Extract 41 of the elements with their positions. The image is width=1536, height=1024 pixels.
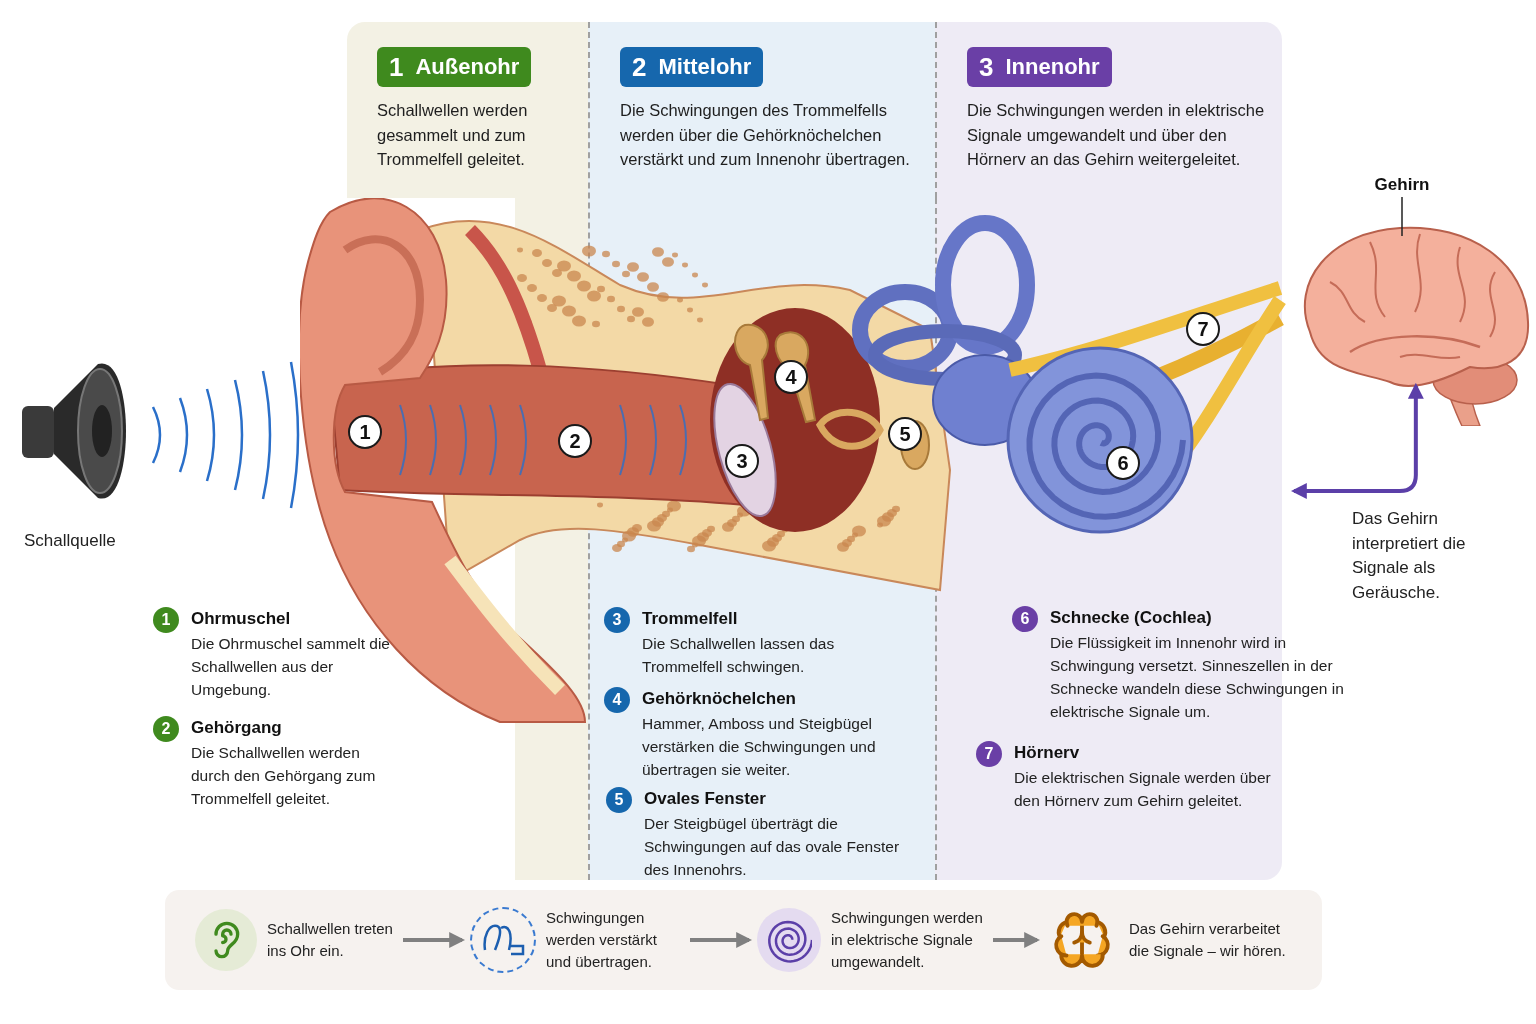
item-heading: Ohrmuschel — [191, 608, 292, 630]
note-text: Das Gehirn interpretiert die Signale als Geräusche. — [1352, 508, 1467, 604]
arrow — [1290, 382, 1424, 499]
item-heading: Ovales Fenster — [644, 788, 767, 810]
item-description: Die Ohrmuschel sammelt die Schallwellen aus der Umgebung. — [191, 634, 391, 700]
item-description: Die Schallwellen lassen das Trommelfell schwingen. — [642, 634, 836, 677]
number-badge: 5 — [606, 787, 632, 813]
section-description: Die Schwingungen werden in elektrische Signale umgewandelt und über den Hörnerv an das Gehirn weitergeleitet. — [967, 100, 1266, 170]
section-title: Mittelohr — [658, 56, 752, 78]
section-description: Die Schwingungen des Trommelfells werden über die Gehörknöchelchen verstärkt und zum Innenohr übertragen. — [620, 100, 911, 170]
item-heading: Gehörknöchelchen — [642, 688, 797, 710]
number-badge: 1 — [153, 607, 179, 633]
item-description: Hammer, Amboss und Steigbügel verstärken die Schwingungen und übertragen sie weiter. — [642, 714, 877, 780]
strip-background — [165, 890, 1322, 990]
item-description: Die Schallwellen werden durch den Gehörgang zum Trommelfell geleitet. — [191, 743, 377, 809]
leader-line — [1401, 196, 1403, 237]
item-description: Die elektrischen Signale werden über den Hörnerv zum Gehirn geleitet. — [1014, 768, 1272, 811]
number-badge: 2 — [153, 716, 179, 742]
step-text: Das Gehirn verarbeitet die Signale – wir hören. — [1129, 919, 1287, 961]
item-description: Die Flüssigkeit im Innenohr wird in Schwingung versetzt. Sinneszellen in der Schnecke wandeln diese Schwingungen in elektrische Signale um. — [1050, 633, 1345, 722]
arrow — [993, 932, 1041, 948]
item-heading: Hörnerv — [1014, 742, 1081, 764]
section-title: Außenohr — [415, 56, 520, 78]
section-title: Innenohr — [1005, 56, 1100, 78]
step-text: Schallwellen treten ins Ohr ein. — [267, 919, 394, 961]
item-heading: Trommelfell — [642, 608, 739, 630]
section-number: 3 — [979, 54, 994, 80]
section-panel — [347, 22, 588, 198]
arrow — [690, 932, 753, 948]
item-description: Der Steigbügel überträgt die Schwingungen auf das ovale Fenster des Innenohrs. — [644, 814, 901, 880]
sound-source-caption: Schallquelle — [24, 530, 116, 552]
item-heading: Schnecke (Cochlea) — [1050, 607, 1213, 629]
step-text: Schwingungen werden in elektrische Signale umgewandelt. — [831, 908, 984, 972]
section-description: Schallwellen werden gesammelt und zum Trommelfell geleitet. — [377, 100, 529, 170]
section-number: 2 — [632, 54, 647, 80]
arrow — [403, 932, 466, 948]
step-text: Schwingungen werden verstärkt und übertragen. — [546, 908, 658, 972]
brain-label: Gehirn — [1362, 172, 1442, 196]
item-heading: Gehörgang — [191, 717, 283, 739]
section-panel — [935, 22, 1282, 198]
section-number: 1 — [389, 54, 404, 80]
